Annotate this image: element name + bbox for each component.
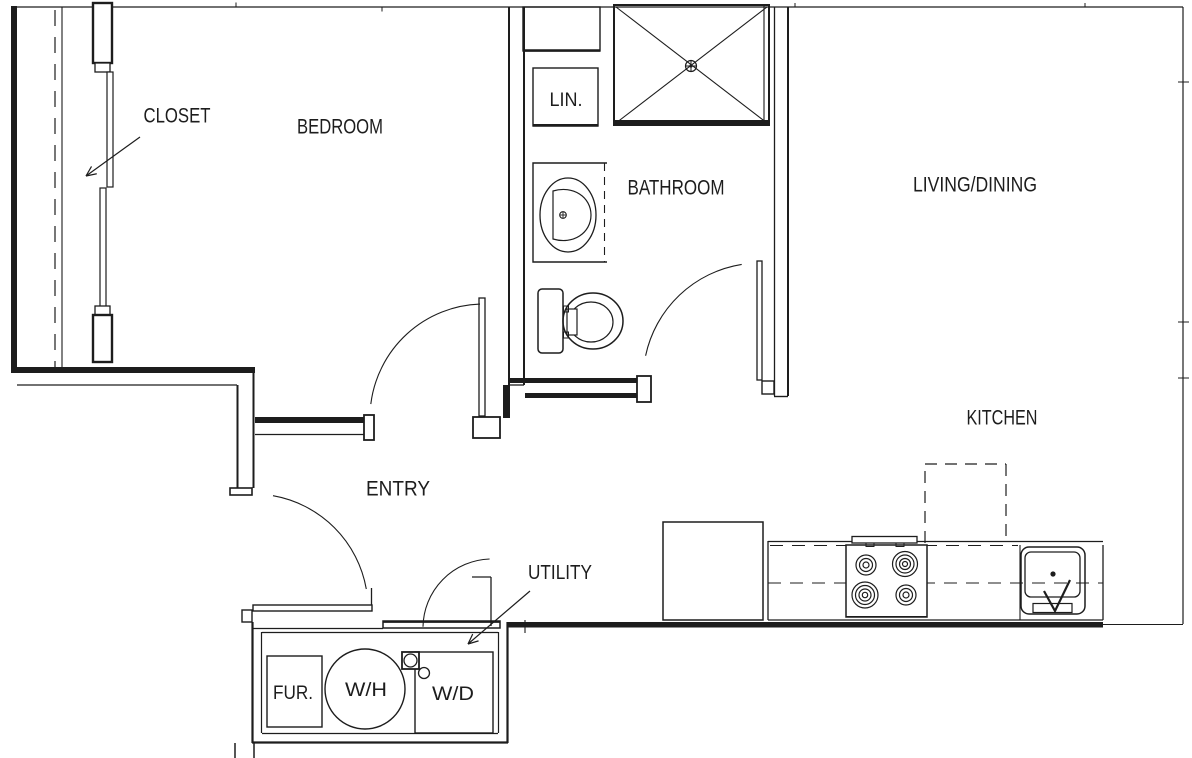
refrigerator <box>662 521 764 621</box>
label-water-heater: W/H <box>345 680 387 701</box>
closet-arrow <box>85 136 141 177</box>
label-bathroom: BATHROOM <box>628 177 725 200</box>
linen-closet <box>532 67 599 127</box>
utility-arrow <box>467 590 531 645</box>
washer-dryer-box <box>414 651 494 734</box>
closet-wall-lines <box>54 7 63 367</box>
label-entry: ENTRY <box>366 478 430 501</box>
bathroom-south-wall <box>510 375 652 403</box>
water-heater-circle <box>324 648 406 730</box>
label-bedroom: BEDROOM <box>297 116 383 139</box>
entry-door <box>252 495 373 612</box>
label-closet: CLOSET <box>144 105 211 128</box>
bedroom-bathroom-wall <box>508 7 525 386</box>
bathroom-door <box>645 260 775 395</box>
cabinet-above-linen <box>522 6 601 52</box>
plan-boundary <box>12 2 1189 624</box>
label-washer-dryer: W/D <box>432 684 474 705</box>
label-linen: LIN. <box>550 90 583 111</box>
entry-north-wall <box>255 414 375 441</box>
utility-door <box>422 558 492 627</box>
living-west-wall <box>773 7 789 398</box>
furnace-box <box>266 655 323 728</box>
toilet <box>537 288 624 354</box>
floor-drain <box>401 651 431 680</box>
label-living-dining: LIVING/DINING <box>913 174 1037 197</box>
label-utility: UTILITY <box>528 562 592 584</box>
upper-cabinet-dashed <box>924 463 1007 543</box>
utility-room-walls <box>234 609 509 758</box>
label-kitchen: KITCHEN <box>967 407 1038 430</box>
label-furnace: FUR. <box>273 683 313 704</box>
sink-vanity <box>532 162 607 263</box>
kitchen-south-wall <box>508 620 1183 633</box>
bedroom-south-wall <box>11 367 255 386</box>
stove <box>845 535 928 618</box>
kitchen-sink <box>1020 546 1086 615</box>
kitchen-counter <box>767 540 1104 621</box>
exterior-west-wall <box>11 6 17 373</box>
closet-sliding-doors <box>91 1 114 364</box>
bedroom-door <box>370 297 510 439</box>
entry-west-wall <box>229 373 255 496</box>
shower <box>613 4 770 126</box>
